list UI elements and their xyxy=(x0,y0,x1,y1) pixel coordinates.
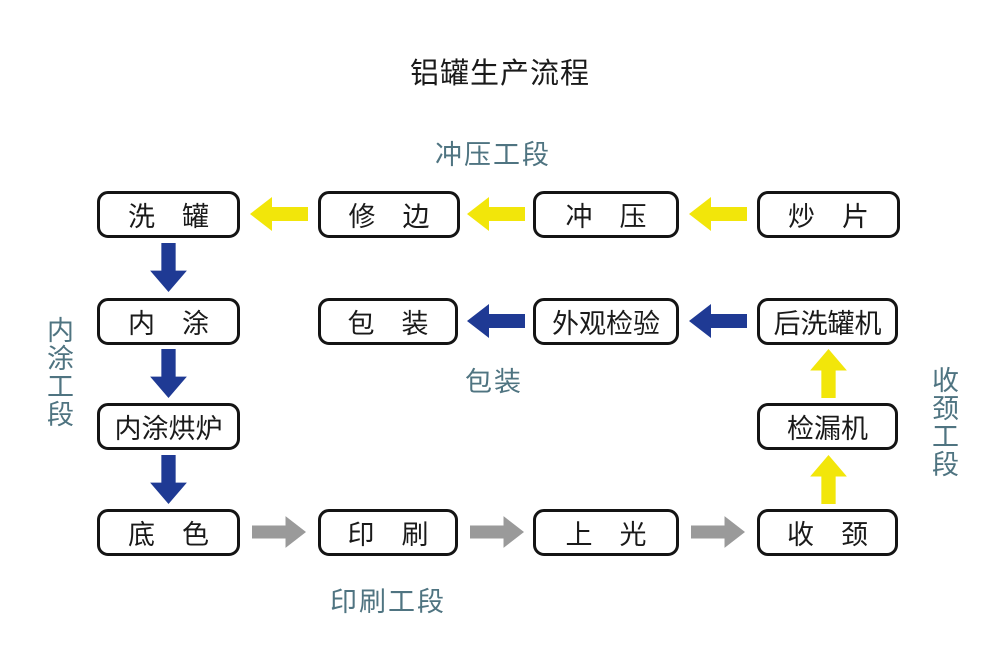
box-varnish: 上 光 xyxy=(533,509,679,556)
box-inner-coat: 内 涂 xyxy=(97,298,240,345)
arrow-oven-to-basecoat-icon xyxy=(150,455,187,504)
section-label-stamping: 冲压工段 xyxy=(435,140,551,170)
arrow-basecoat-to-print-icon xyxy=(252,515,306,549)
section-label-inner-coating: 内涂工段 xyxy=(43,316,73,428)
box-post-wash-machine: 后洗罐机 xyxy=(757,298,898,345)
arrow-print-to-varnish-icon xyxy=(470,515,524,549)
section-label-packing: 包装 xyxy=(465,367,523,397)
box-print: 印 刷 xyxy=(318,509,458,556)
box-base-coat: 底 色 xyxy=(97,509,240,556)
box-trim: 修 边 xyxy=(318,191,460,238)
arrow-wash-to-innercoat-icon xyxy=(150,243,187,292)
box-inner-coat-oven: 内涂烘炉 xyxy=(97,403,240,450)
section-label-necking: 收颈工段 xyxy=(928,366,958,478)
box-leak-tester: 检漏机 xyxy=(757,403,898,450)
box-packing: 包 装 xyxy=(318,298,458,345)
arrow-leaktester-to-postwash-icon xyxy=(810,455,847,504)
arrow-trim-to-wash-icon xyxy=(250,197,308,231)
arrow-varnish-to-neck-icon xyxy=(691,515,745,549)
section-label-printing: 印刷工段 xyxy=(330,587,446,617)
arrow-inspection-to-packing-icon xyxy=(467,304,525,338)
arrow-stamp-to-trim-icon xyxy=(467,197,525,231)
box-stamp: 冲 压 xyxy=(533,191,679,238)
box-visual-inspection: 外观检验 xyxy=(533,298,679,345)
arrow-sheet-to-stamp-icon xyxy=(689,197,747,231)
box-neck: 收 颈 xyxy=(757,509,898,556)
page-title: 铝罐生产流程 xyxy=(409,58,590,90)
arrow-innercoat-to-oven-icon xyxy=(150,349,187,398)
box-wash-can: 洗 罐 xyxy=(97,191,240,238)
arrow-postwash-to-inspection-icon xyxy=(689,304,747,338)
box-fry-sheet: 炒 片 xyxy=(757,191,900,238)
arrow-neck-to-leaktester-icon xyxy=(810,349,847,398)
